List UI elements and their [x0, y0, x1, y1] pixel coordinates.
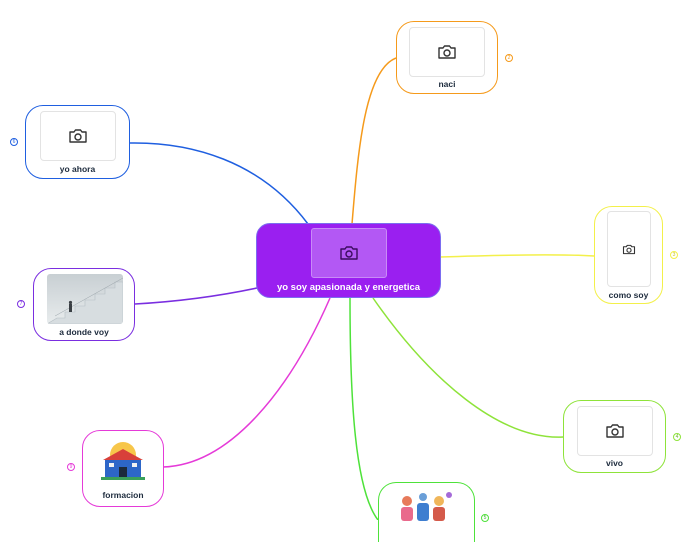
- topic-formacion-index[interactable]: 9: [67, 463, 75, 471]
- camera-icon: [622, 244, 636, 254]
- topic-vivo-label: vivo: [605, 458, 623, 468]
- topic-yo-ahora-label: yo ahora: [59, 164, 96, 174]
- central-topic[interactable]: yo soy apasionada y energetica: [256, 223, 441, 298]
- topic-naci[interactable]: naci: [396, 21, 498, 94]
- topic-vivo-index[interactable]: 4: [673, 433, 681, 441]
- naci-image-placeholder: [409, 27, 485, 77]
- connector-bottom-node: [349, 297, 379, 520]
- camera-icon: [340, 246, 358, 260]
- camera-icon: [69, 129, 87, 143]
- topic-naci-label: naci: [438, 79, 456, 89]
- topic-como-soy[interactable]: como soy: [594, 206, 663, 304]
- topic-bottom-node-index[interactable]: 5: [481, 514, 489, 522]
- central-topic-label: yo soy apasionada y energetica: [276, 282, 421, 293]
- topic-como-soy-label: como soy: [608, 290, 649, 300]
- yo-ahora-image-placeholder: [40, 111, 116, 161]
- connector-como-soy: [439, 254, 595, 258]
- topic-a-donde-voy-label: a donde voy: [59, 327, 109, 337]
- central-image-placeholder: [311, 228, 387, 278]
- school-building-illustration: [101, 441, 145, 483]
- topic-como-soy-index[interactable]: 3: [670, 251, 678, 259]
- vivo-image-placeholder: [577, 406, 653, 456]
- como-soy-image-placeholder: [607, 211, 651, 287]
- topic-a-donde-voy-index[interactable]: 7: [17, 300, 25, 308]
- topic-a-donde-voy[interactable]: a donde voy: [33, 268, 135, 341]
- topic-formacion[interactable]: formacion: [82, 430, 164, 507]
- camera-icon: [606, 424, 624, 438]
- connector-vivo: [372, 297, 564, 438]
- topic-yo-ahora[interactable]: yo ahora: [25, 105, 130, 179]
- mind-map-connectors: [129, 57, 595, 520]
- camera-icon: [438, 45, 456, 59]
- topic-formacion-label: formacion: [102, 490, 144, 500]
- topic-naci-index[interactable]: 2: [505, 54, 513, 62]
- connector-formacion: [162, 297, 331, 468]
- people-illustration: [395, 489, 457, 521]
- topic-vivo[interactable]: vivo: [563, 400, 666, 473]
- topic-bottom-node[interactable]: [378, 482, 475, 542]
- connector-naci: [351, 57, 397, 225]
- stairs-photo: [47, 274, 123, 324]
- topic-yo-ahora-index[interactable]: 6: [10, 138, 18, 146]
- connector-yo-ahora: [129, 142, 309, 225]
- connector-a-donde-voy: [134, 287, 258, 305]
